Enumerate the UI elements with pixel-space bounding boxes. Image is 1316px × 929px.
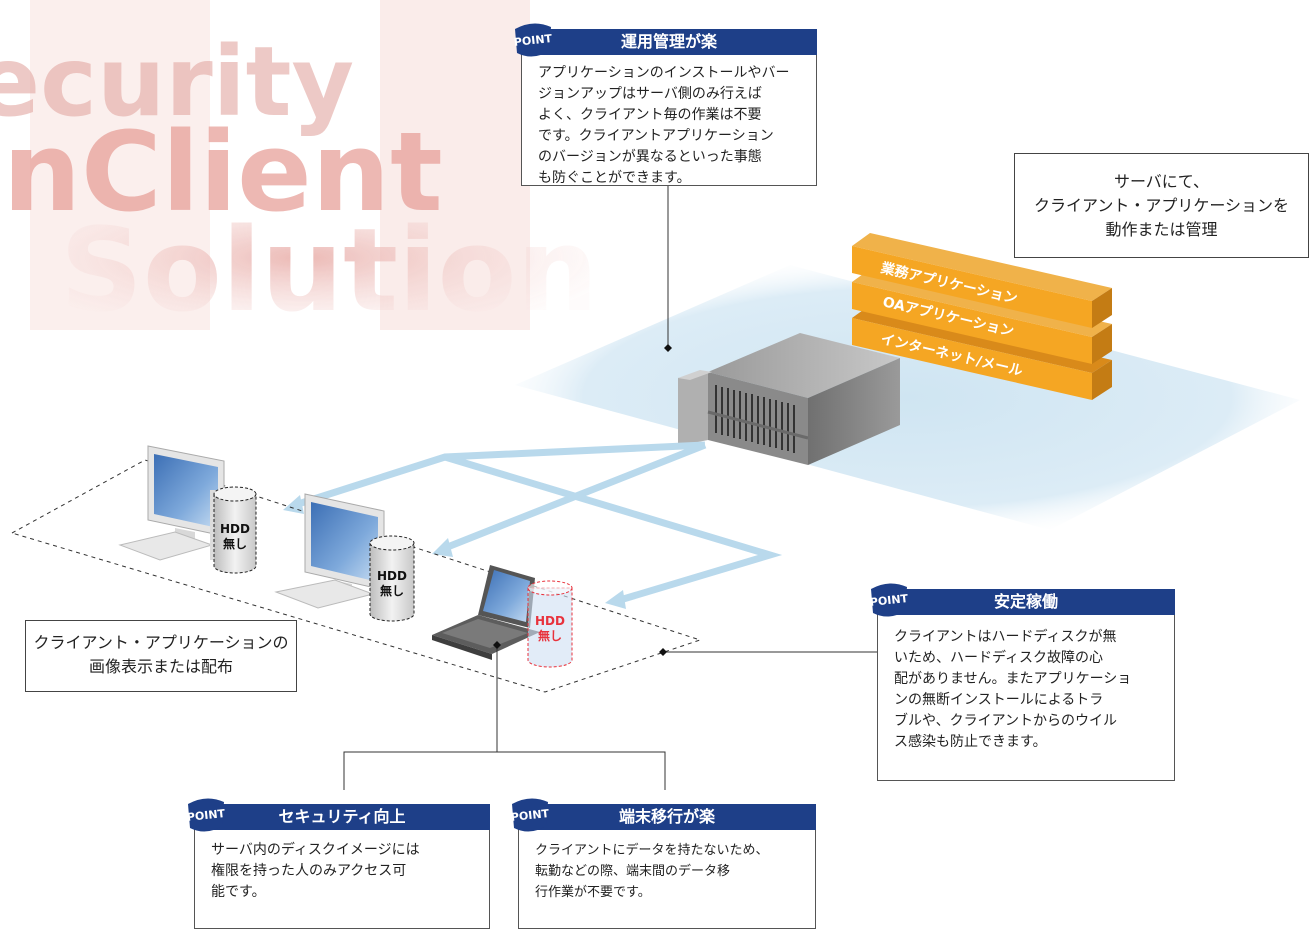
point-migration-body: クライアントにデータを持たないため、 転勤などの際、端末間のデータ移 行作業が不… [518, 830, 816, 929]
point-migration-line: 行作業が不要です。 [535, 885, 651, 900]
watermark-line-3: Solution [60, 204, 598, 338]
point-badge-text: POINT [869, 592, 909, 609]
hdd-cylinder-1: HDD 無し [213, 486, 257, 574]
hdd-2-label: HDD [377, 569, 407, 583]
point-admin-line: です。クライアントアプリケーション [538, 128, 774, 144]
point-badge-icon: POINT [508, 796, 552, 836]
point-admin: 運用管理が楽 アプリケーションのインストールやバー ジョンアップはサーバ側のみ行… [513, 23, 817, 186]
point-stable-line: 配がありません。またアプリケーショ [894, 671, 1132, 687]
point-security-line: 能です。 [211, 884, 266, 900]
watermark-line-1: ecurity [0, 26, 354, 138]
arrow-heads [283, 495, 626, 609]
point-stable-body: クライアントはハードディスクが無 いため、ハードディスク故障の心 配がありません… [877, 615, 1175, 781]
point-badge-icon: POINT [867, 581, 911, 621]
background-watermark: ecurity inClient Solution [0, 0, 598, 338]
server-floor [515, 265, 1300, 530]
point-admin-line: も防ぐことができます。 [538, 170, 691, 186]
point-admin-line: よく、クライアント毎の作業は不要 [538, 107, 762, 123]
hdd-2-sublabel: 無し [380, 583, 404, 598]
laptop [432, 565, 540, 660]
server-box-line-3: 動作または管理 [1105, 220, 1218, 239]
point-stable-line: クライアントはハードディスクが無 [894, 629, 1117, 645]
hdd-cylinder-laptop: HDD 無し [527, 580, 573, 668]
point-security-line: 権限を持った人のみアクセス可 [211, 863, 407, 879]
point-badge-text: POINT [510, 807, 550, 824]
desktop-pc-2 [274, 493, 385, 609]
point-stable-line: ブルや、クライアントからのウイル [894, 713, 1118, 729]
point-migration-line: 転勤などの際、端末間のデータ移 [535, 864, 731, 879]
point-badge-icon: POINT [184, 796, 228, 836]
point-stable-title: 安定稼働 [877, 589, 1175, 615]
client-box-line-2: 画像表示または配布 [88, 657, 233, 676]
server-box-line-1: サーバにて、 [1113, 172, 1210, 191]
client-description-box: クライアント・アプリケーションの 画像表示または配布 [25, 620, 297, 692]
server-icon [678, 333, 900, 465]
connector-dots [493, 344, 672, 656]
hdd-cylinder-2: HDD 無し [369, 535, 415, 622]
data-flow-arrows [293, 441, 783, 604]
point-admin-body: アプリケーションのインストールやバー ジョンアップはサーバ側のみ行えば よく、ク… [521, 55, 817, 186]
connector-lines [343, 186, 880, 790]
point-migration-title: 端末移行が楽 [518, 804, 816, 830]
point-stable: 安定稼働 クライアントはハードディスクが無 いため、ハードディスク故障の心 配が… [869, 583, 1175, 781]
hdd-laptop-label: HDD [535, 614, 565, 628]
point-stable-line: いため、ハードディスク故障の心 [894, 650, 1104, 666]
app-stack: 業務アプリケーション OAアプリケーション インターネット/メール [852, 233, 1112, 400]
point-security-title: セキュリティ向上 [194, 804, 490, 830]
point-stable-line: ンの無断インストールによるトラ [894, 692, 1104, 708]
desktop-pc-1 [118, 445, 228, 561]
point-security-body: サーバ内のディスクイメージには 権限を持った人のみアクセス可 能です。 [194, 830, 490, 929]
point-admin-line: のバージョンが異なるといった事態 [538, 149, 762, 165]
watermark-line-2: inClient [0, 108, 443, 236]
point-migration: 端末移行が楽 クライアントにデータを持たないため、 転勤などの際、端末間のデータ… [510, 798, 816, 929]
point-admin-line: アプリケーションのインストールやバー [538, 65, 790, 81]
point-stable-line: ス感染も防止できます。 [894, 734, 1047, 750]
hdd-1-label: HDD [220, 522, 250, 536]
hdd-laptop-sublabel: 無し [538, 628, 562, 643]
client-box-line-1: クライアント・アプリケーションの [33, 633, 289, 652]
point-migration-line: クライアントにデータを持たないため、 [535, 843, 769, 858]
server-box-line-2: クライアント・アプリケーションを [1033, 196, 1290, 215]
point-admin-line: ジョンアップはサーバ側のみ行えば [538, 86, 762, 102]
point-badge-icon: POINT [511, 21, 555, 61]
point-security-line: サーバ内のディスクイメージには [211, 842, 420, 858]
point-security: セキュリティ向上 サーバ内のディスクイメージには 権限を持った人のみアクセス可 … [186, 798, 490, 929]
point-admin-title: 運用管理が楽 [521, 29, 817, 55]
server-description-box: サーバにて、 クライアント・アプリケーションを 動作または管理 [1014, 153, 1309, 258]
point-badge-text: POINT [513, 32, 553, 49]
point-badge-text: POINT [186, 807, 226, 824]
hdd-1-sublabel: 無し [223, 536, 247, 551]
